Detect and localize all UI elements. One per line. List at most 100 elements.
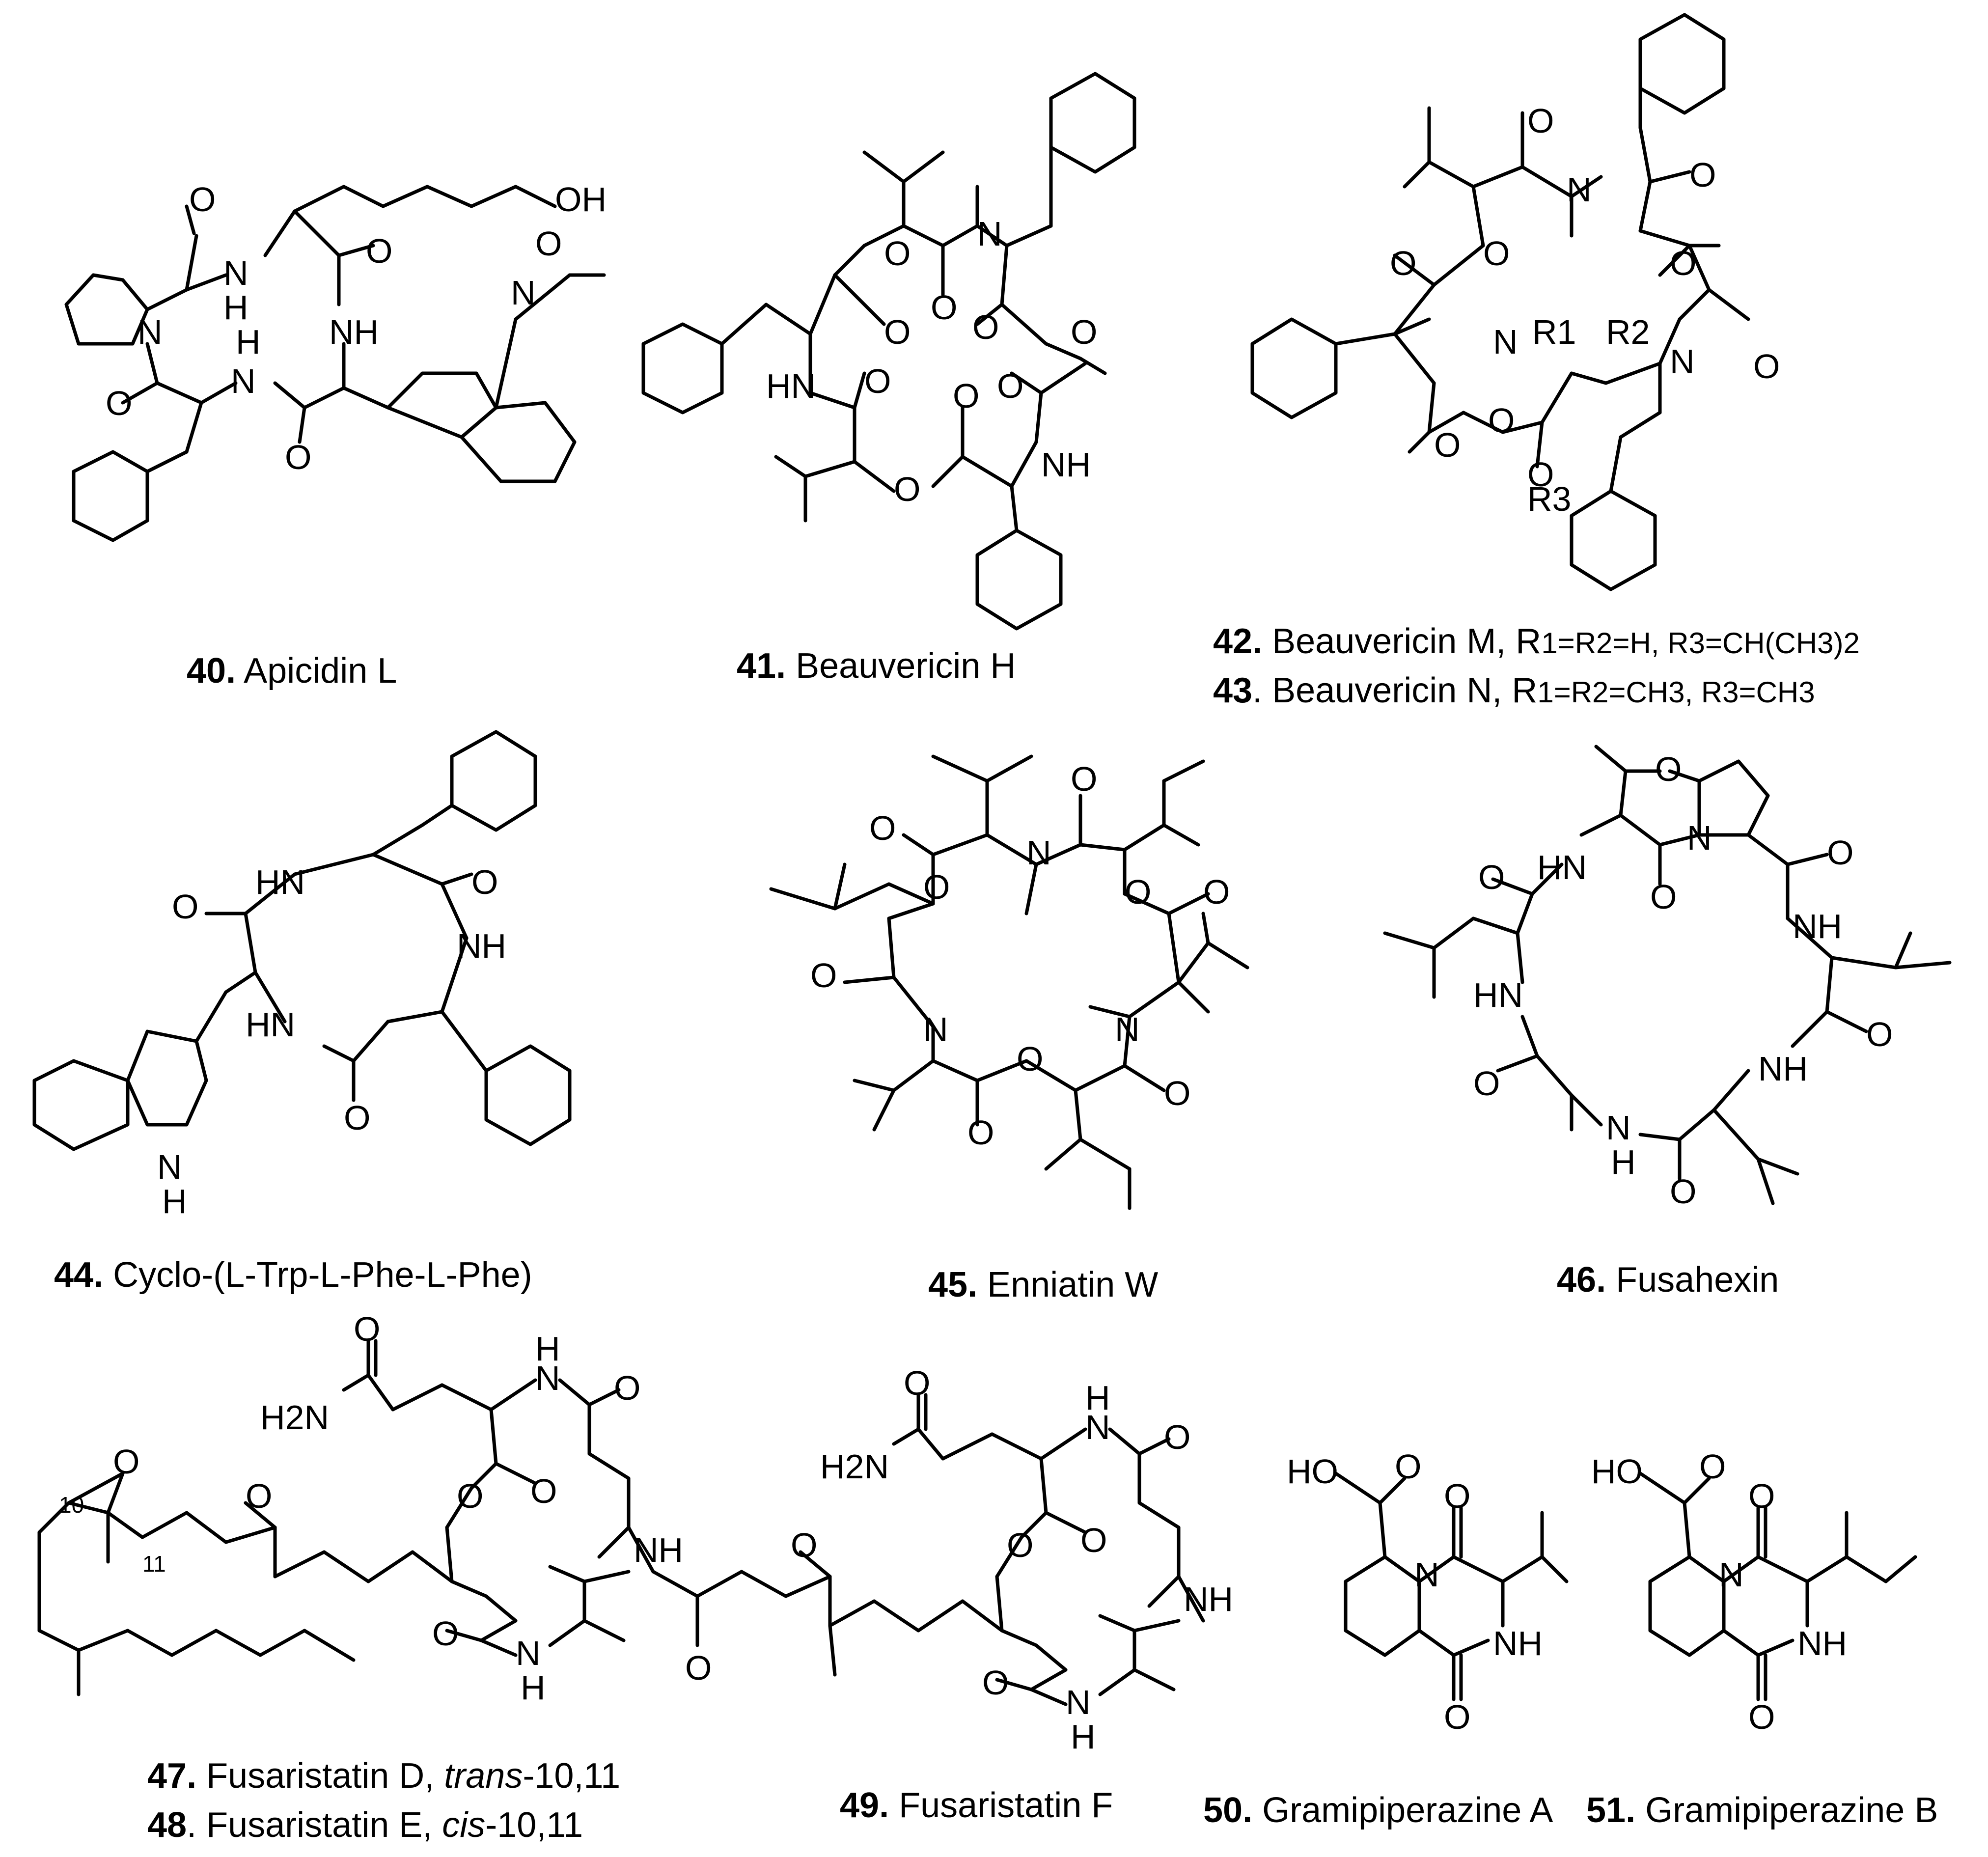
atom-label: O [1689,156,1716,194]
atom-label: O [1748,1698,1775,1736]
atom-label: O [810,956,837,995]
atom-label: O [614,1369,640,1407]
atom-label: O [1527,455,1554,494]
labels-42-43: N O O O O O N R1 R2 N O O O O R3 [1390,102,1780,518]
atom-label: NH [1797,1624,1847,1663]
atom-label: HN [1537,848,1587,887]
structure-41 [641,72,1136,631]
atom-label: H [1071,1718,1096,1756]
atom-label: O [246,1477,272,1515]
atom-label: O [189,180,216,219]
atom-label: O [884,313,911,351]
atom-label: N [1606,1109,1631,1147]
labels-49: O N H O H2N O O NH O O O N H [685,1364,1233,1756]
atom-label: O [997,367,1023,405]
caption-40: 40. Apicidin L [187,651,397,691]
caption-44: 44. Cyclo-(L-Trp-L-Phe-L-Phe) [54,1255,532,1295]
atom-label: O [535,224,562,263]
atom-label: O [354,1310,380,1348]
atom-label: O [1670,1172,1696,1211]
caption-42: 42. Beauvericin M, R1=R2=H, R3=CH(CH3)2 [1213,622,1860,661]
atom-label: N [138,313,163,351]
atom-label: O [1655,750,1682,788]
atom-label: O [1434,426,1461,464]
atom-label: O [967,1113,994,1152]
atom-label: OH [555,180,607,219]
caption-45: 45. Enniatin W [928,1265,1158,1304]
atom-label: O [285,438,311,476]
atom-label: HO [1287,1452,1338,1491]
atom-label: O [1748,1477,1775,1515]
atom-label: O [1125,873,1151,911]
atom-label: O [1444,1698,1470,1736]
atom-label: H [236,323,261,361]
atom-label: O [1488,401,1515,440]
atom-label: O [1753,347,1780,386]
atom-label: O [432,1614,459,1653]
atom-label: N [1670,342,1695,381]
caption-41: 41. Beauvericin H [737,646,1016,686]
atom-label: O [471,863,498,901]
atom-label: O [1444,1477,1470,1515]
atom-label: NH [1041,445,1091,484]
atom-label: O [1527,102,1554,140]
atom-label: N [516,1634,541,1672]
atom-label: R2 [1606,313,1650,351]
structure-45 [769,754,1249,1210]
atom-label: H [223,288,248,327]
caption-49: 49. Fusaristatin F [840,1786,1113,1825]
atom-label: H [1085,1379,1110,1417]
caption-51: 51. Gramipiperazine B [1586,1791,1938,1830]
atom-label: N [157,1148,182,1186]
atom-label: O [869,809,896,847]
labels-40: OH O O N H N NH H N O O N O [106,180,607,476]
atom-label: NH [329,313,379,351]
atom-label: O [972,308,999,346]
structure-44 [32,730,572,1151]
atom-label: N [1493,323,1518,361]
atom-label: O [1164,1074,1190,1112]
caption-47: 47. Fusaristatin D, trans-10,11 [147,1756,620,1796]
atom-label: O [113,1442,139,1481]
atom-label: O [894,470,920,508]
atom-label: NH [634,1531,683,1569]
atom-label: NH [1184,1580,1233,1618]
labels-51: HO O O N NH O [1591,1447,1847,1736]
atom-label: O [1071,760,1097,798]
atom-label: O [791,1526,817,1564]
atom-label: N [923,1010,948,1049]
labels-46: O HN N O O O NH HN O O NH N H O [1473,750,1893,1211]
atom-label: NH [1758,1050,1808,1088]
atom-label: O [366,232,392,270]
atom-label: O [1478,858,1505,896]
atom-label: O [864,362,891,400]
atom-label: O [457,1477,483,1515]
atom-label: O [904,1364,930,1402]
atom-label: HO [1591,1452,1643,1491]
atom-label: O [1164,1418,1190,1456]
atom-label: N [511,274,536,312]
atom-label: O [106,384,132,422]
structure-50 [1334,1471,1569,1701]
atom-label: H [1611,1143,1636,1181]
atom-label: O [530,1472,557,1510]
atom-label: HN [246,1005,295,1044]
atom-label: N [1026,833,1051,872]
locant-label: 11 [142,1551,166,1577]
atom-label: O [1866,1015,1893,1053]
caption-50: 50. Gramipiperazine A [1203,1791,1553,1830]
caption-48: 48. Fusaristatin E, cis-10,11 [147,1805,583,1845]
atom-label: O [1699,1447,1726,1486]
atom-label: O [1017,1040,1043,1078]
atom-label: N [535,1359,560,1397]
structure-51 [1638,1471,1917,1701]
atom-label: N [1115,1010,1140,1049]
structure-40 [64,185,606,542]
atom-label: O [982,1663,1009,1702]
atom-label: N [1719,1555,1744,1594]
atom-label: N [1687,819,1712,857]
labels-41: N O O O O O HN O O NH O O [766,215,1097,508]
atom-label: H [535,1330,560,1368]
atom-label: N [977,215,1002,253]
